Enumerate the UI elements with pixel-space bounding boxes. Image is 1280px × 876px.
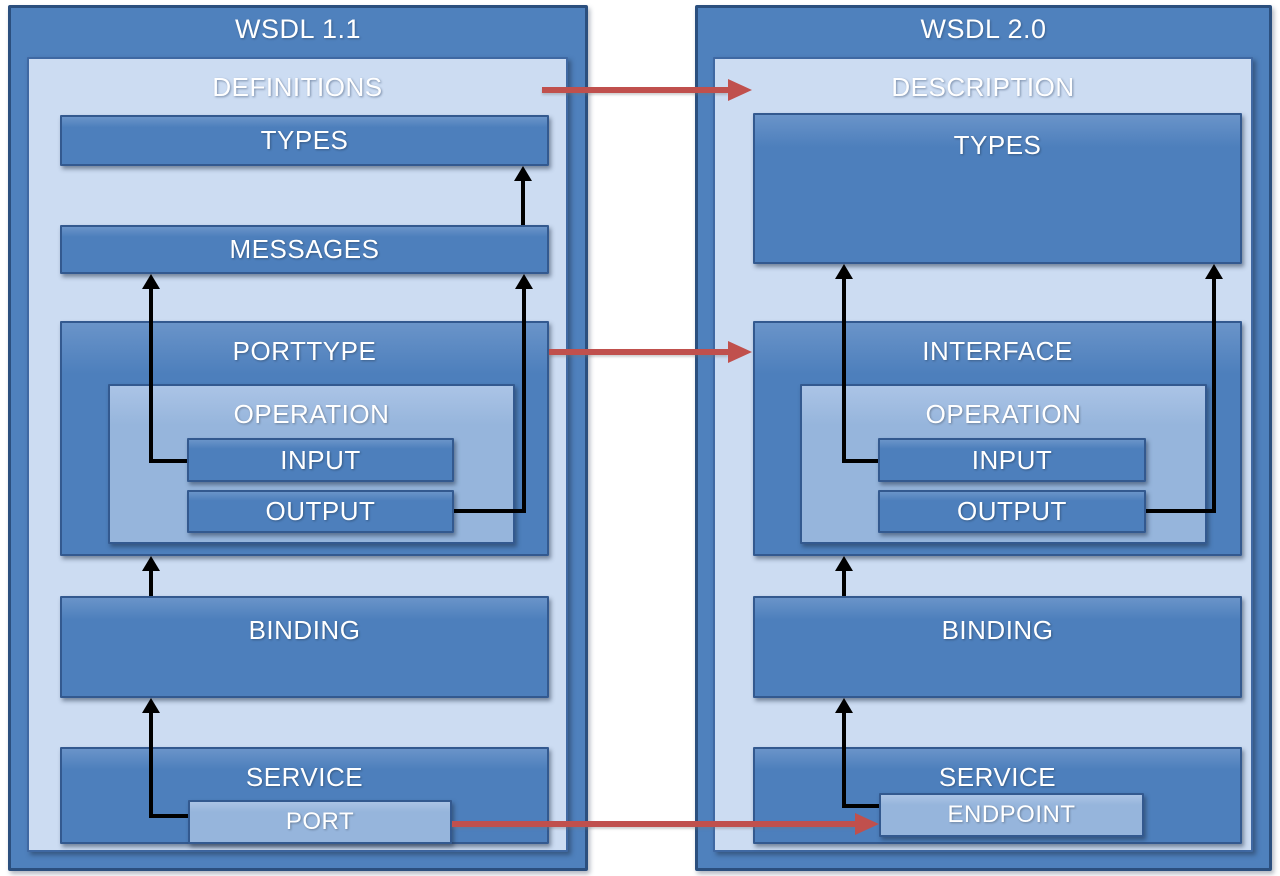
arrow-output-to-types-elbow [1146,509,1216,513]
wsdl20-input-label: INPUT [971,444,1053,475]
arrow-endpoint-to-binding-head-icon [835,698,853,713]
wsdl11-porttype-label: PORTTYPE [232,336,377,366]
arrow-port-to-binding-line [149,711,153,818]
arrow-input-to-messages-head-icon [142,274,160,289]
arrow-definitions-to-description-head-icon [728,79,752,101]
arrow-endpoint-to-binding-line [842,711,846,808]
wsdl20-interface-label: INTERFACE [922,336,1073,366]
arrow-port-to-binding-elbow [149,814,188,818]
arrow-input-to-types-head-icon [835,264,853,279]
arrow-input-to-types-line [842,277,846,463]
arrow-endpoint-to-binding-elbow [842,804,879,808]
wsdl11-input-box: INPUT [187,438,454,482]
panel-wsdl-11-title: WSDL 1.1 [234,14,362,44]
panel-wsdl-20-title: WSDL 2.0 [920,14,1047,44]
wsdl20-types-box: TYPES [753,113,1242,264]
wsdl11-binding-label: BINDING [248,615,361,645]
arrow-binding-to-porttype-head-icon [142,556,160,571]
arrow-messages-to-types-line [521,179,525,225]
wsdl11-definitions-label: DEFINITIONS [212,72,383,102]
wsdl20-operation-label: OPERATION [925,399,1082,429]
wsdl20-output-box: OUTPUT [878,490,1146,533]
wsdl11-output-box: OUTPUT [187,490,454,533]
wsdl11-service-label: SERVICE [245,762,364,792]
arrow-input-to-messages-elbow [149,459,187,463]
arrow-port-to-endpoint-line [452,821,855,827]
arrow-binding-to-interface-line [842,569,846,596]
wsdl11-messages-box: MESSAGES [60,225,549,274]
wsdl20-binding-box: BINDING [753,596,1242,698]
wsdl20-endpoint-label: ENDPOINT [947,801,1076,828]
wsdl11-port-box: PORT [188,800,452,844]
arrow-output-to-types-line [1212,277,1216,513]
wsdl11-port-label: PORT [285,808,355,835]
wsdl11-operation-label: OPERATION [233,399,390,429]
arrow-binding-to-porttype-line [149,569,153,596]
arrow-porttype-to-interface-line [549,349,728,355]
arrow-input-to-messages-line [149,287,153,463]
wsdl11-input-label: INPUT [280,444,361,475]
arrow-output-to-types-head-icon [1205,264,1223,279]
wsdl20-output-label: OUTPUT [957,496,1067,526]
arrow-input-to-types-elbow [842,459,878,463]
arrow-messages-to-types-head-icon [514,166,532,181]
wsdl11-types-box: TYPES [60,115,549,166]
wsdl11-messages-label: MESSAGES [229,234,380,264]
wsdl11-types-label: TYPES [260,125,349,155]
wsdl11-output-label: OUTPUT [265,496,376,526]
wsdl20-endpoint-box: ENDPOINT [879,793,1144,837]
arrow-output-to-messages-elbow [454,509,526,513]
arrow-port-to-endpoint-head-icon [855,813,879,835]
wsdl20-service-label: SERVICE [938,762,1057,792]
wsdl20-types-label: TYPES [953,130,1042,160]
arrow-port-to-binding-head-icon [142,698,160,713]
arrow-binding-to-interface-head-icon [835,556,853,571]
wsdl11-binding-box: BINDING [60,596,549,698]
wsdl20-binding-label: BINDING [941,615,1054,645]
arrow-definitions-to-description-line [542,87,728,93]
arrow-output-to-messages-head-icon [515,274,533,289]
wsdl20-description-label: DESCRIPTION [891,72,1075,102]
arrow-output-to-messages-line [522,287,526,513]
arrow-porttype-to-interface-head-icon [728,341,752,363]
wsdl20-input-box: INPUT [878,438,1146,482]
